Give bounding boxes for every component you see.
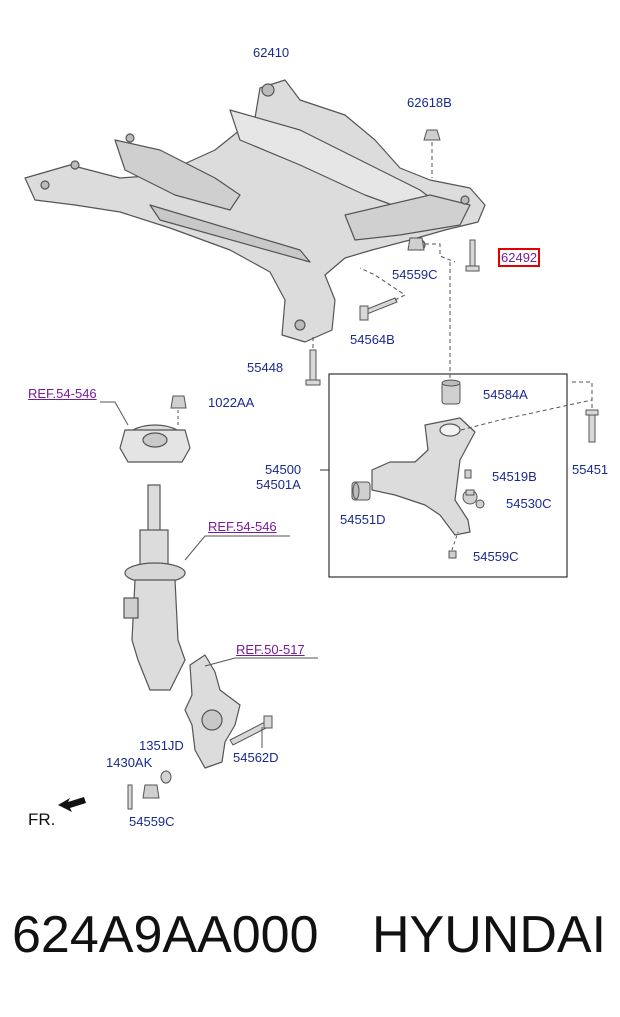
front-arrow-icon [58, 797, 86, 812]
bolt-62492 [465, 239, 480, 272]
bolt-54564b [359, 297, 398, 321]
washer-1351jd [160, 770, 172, 784]
label-54584a: 54584A [483, 387, 528, 402]
bushing-54551d [351, 481, 371, 501]
nut-54559c-upper [407, 237, 425, 251]
label-55448: 55448 [247, 360, 284, 375]
label-1430ak: 1430AK [106, 755, 153, 770]
label-54519b: 54519B [492, 469, 537, 484]
bolt-54519b [464, 469, 472, 479]
label-1022aa: 1022AA [208, 395, 255, 410]
bolt-55448 [305, 349, 321, 386]
label-54530c: 54530C [506, 496, 552, 511]
label-54559c-arm: 54559C [473, 549, 519, 564]
ref-link-54-546-mount[interactable]: REF.54-546 [28, 386, 97, 401]
subframe-drawing [24, 79, 486, 343]
nut-54559c-arm [448, 550, 457, 559]
front-direction-label: FR. [28, 810, 56, 829]
knuckle-drawing [184, 654, 241, 769]
control-arm-drawing [371, 417, 476, 536]
nut-62618b [423, 129, 441, 141]
label-54562d: 54562D [233, 750, 279, 765]
brand-name: HYUNDAI [372, 906, 607, 964]
label-62410: 62410 [253, 45, 290, 60]
control-arm-box [328, 373, 568, 578]
label-62618b: 62618B [407, 95, 452, 110]
bolt-54562d [229, 715, 273, 746]
strut-mount-drawing [119, 424, 191, 463]
label-54551d: 54551D [340, 512, 386, 527]
part-number: 624A9AA000 [12, 906, 319, 964]
strut-drawing [123, 484, 186, 691]
ref-link-50-517-knuckle[interactable]: REF.50-517 [236, 642, 305, 657]
nut-54559c-lower [142, 784, 160, 799]
nut-1022aa [170, 395, 187, 409]
label-54501a: 54501A [256, 477, 301, 492]
ref-link-54-546-strut[interactable]: REF.54-546 [208, 519, 277, 534]
bolt-1430ak [127, 784, 133, 810]
label-1351jd: 1351JD [139, 738, 184, 753]
label-54559c-upper: 54559C [392, 267, 438, 282]
label-54500: 54500 [265, 462, 302, 477]
label-55451: 55451 [572, 462, 609, 477]
label-54564b: 54564B [350, 332, 395, 347]
label-54559c-lower: 54559C [129, 814, 175, 829]
parts-diagram [24, 79, 599, 812]
label-62492-highlighted[interactable]: 62492 [498, 248, 541, 267]
bolt-55451 [585, 409, 599, 443]
bushing-54584a [441, 379, 461, 405]
ball-joint-54530c [462, 489, 485, 509]
